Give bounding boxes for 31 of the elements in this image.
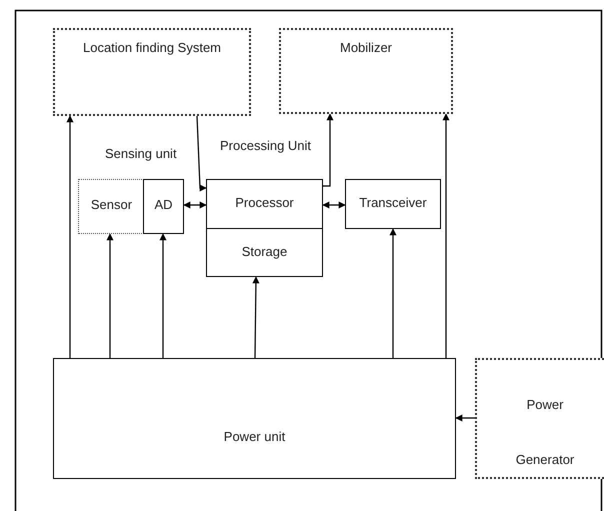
dotted-box [475, 358, 604, 479]
node-label: Storage [242, 244, 288, 259]
node-label: Power Generator [515, 396, 575, 469]
arrow [252, 276, 260, 358]
node-label: Mobilizer [340, 40, 392, 55]
process-box [206, 228, 323, 277]
process-box [53, 358, 456, 479]
arrow [106, 233, 114, 358]
process-box [206, 179, 323, 229]
node-label: Location finding System [82, 40, 222, 55]
arrow [455, 414, 475, 422]
process-box [143, 179, 184, 234]
arrow [323, 113, 334, 187]
node-label: AD [154, 197, 173, 212]
arrow [390, 228, 396, 358]
dotted-box [53, 28, 251, 116]
group-heading: Sensing unit [105, 146, 177, 161]
node-label: Transceiver [359, 195, 427, 210]
node-label: Sensor [90, 197, 132, 212]
arrow [196, 116, 207, 192]
node-label: Processor [235, 195, 294, 210]
arrow [66, 115, 74, 358]
node-label: Power unit [224, 429, 286, 444]
dotted-box [78, 179, 144, 234]
arrow [160, 233, 166, 358]
arrow [442, 113, 450, 358]
arrow [322, 202, 346, 208]
group-heading: Processing Unit [220, 138, 312, 153]
dotted-box [279, 28, 453, 114]
process-box [345, 179, 441, 229]
arrow [183, 202, 207, 208]
